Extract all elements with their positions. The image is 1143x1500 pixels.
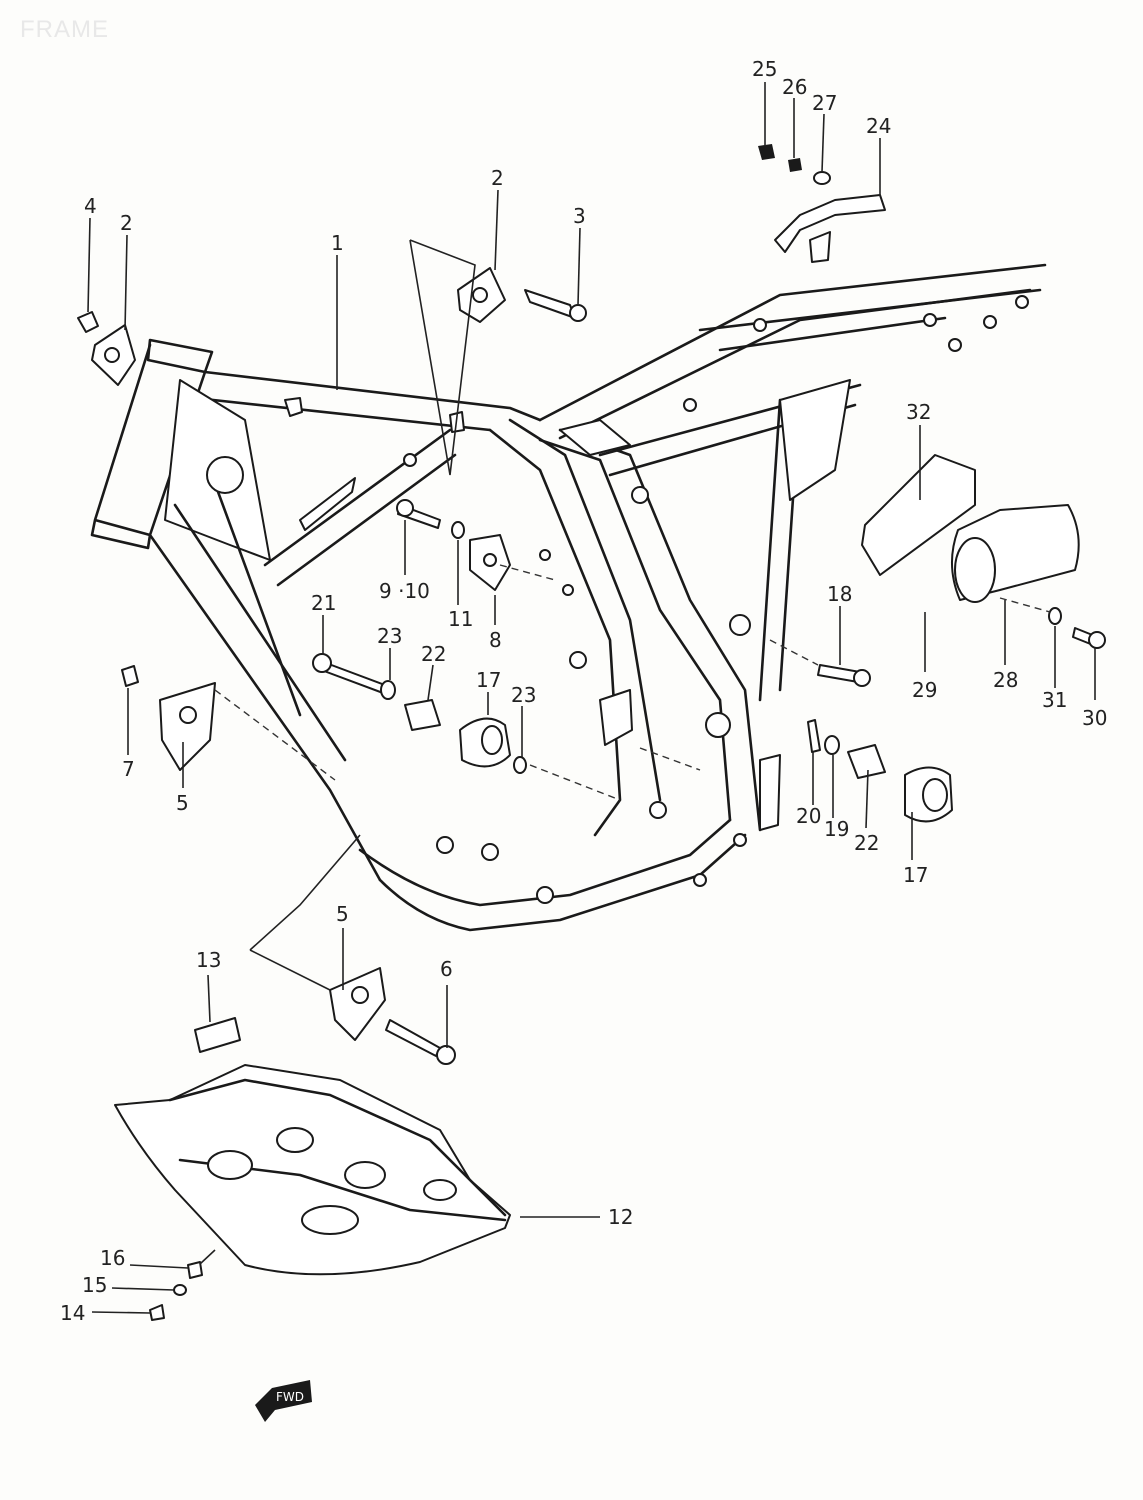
fwd-label: FWD xyxy=(276,1390,304,1404)
callout-22-a: 22 xyxy=(421,642,446,666)
callout-20: 20 xyxy=(796,804,821,828)
part-31-washer xyxy=(1048,607,1062,625)
rear-gusset-plate xyxy=(779,379,851,501)
part-12-skid-plate xyxy=(114,1064,511,1276)
callout-14: 14 xyxy=(60,1301,85,1325)
callout-27: 27 xyxy=(812,91,837,115)
callout-4: 4 xyxy=(84,194,97,218)
part-14-bolt xyxy=(149,1304,165,1321)
part-25-bolt xyxy=(758,144,775,160)
part-3-bolt xyxy=(524,289,576,319)
callout-8: 8 xyxy=(489,628,502,652)
callout-26: 26 xyxy=(782,75,807,99)
callout-24: 24 xyxy=(866,114,891,138)
callout-13: 13 xyxy=(196,948,221,972)
part-22-spacer-a xyxy=(404,699,441,731)
part-29-cap xyxy=(954,537,996,603)
callout-18: 18 xyxy=(827,582,852,606)
part-20-clip xyxy=(807,719,821,753)
callout-17-b: 17 xyxy=(903,863,928,887)
part-4-nut xyxy=(77,311,99,333)
callout-2-left: 2 xyxy=(120,211,133,235)
callout-21: 21 xyxy=(311,591,336,615)
rear-shock-mount xyxy=(729,614,751,636)
top-tube xyxy=(193,370,542,432)
callout-22-b: 22 xyxy=(854,831,879,855)
steering-head-top xyxy=(146,338,214,374)
part-6-bolt xyxy=(385,1019,441,1057)
callout-29: 29 xyxy=(912,678,937,702)
callout-1: 1 xyxy=(331,231,344,255)
front-brace xyxy=(208,468,302,717)
fwd-arrow-icon: FWD xyxy=(255,1380,312,1422)
part-24-bracket xyxy=(774,194,886,253)
callout-31: 31 xyxy=(1042,688,1067,712)
callout-23-b: 23 xyxy=(511,683,536,707)
main-frame xyxy=(90,231,1047,932)
lower-cradle xyxy=(358,818,747,932)
part-27-washer xyxy=(813,171,831,185)
part-32-cover xyxy=(861,454,976,576)
callout-25: 25 xyxy=(752,57,777,81)
callout-28: 28 xyxy=(993,668,1018,692)
rear-cradle-tube xyxy=(538,428,762,832)
callout-32: 32 xyxy=(906,400,931,424)
callout-11: 11 xyxy=(448,607,473,631)
rear-tab xyxy=(759,754,781,831)
diagonal-brace xyxy=(263,428,457,587)
down-tube xyxy=(148,503,382,882)
part-5-plate-left xyxy=(159,682,216,771)
callout-17-a: 17 xyxy=(476,668,501,692)
diagram-title-watermark: FRAME xyxy=(20,16,109,43)
part-13-pad xyxy=(194,1017,241,1053)
part-19-washer xyxy=(824,735,840,755)
part-16-nut xyxy=(187,1261,203,1279)
callout-9-10: 9 ·10 xyxy=(379,579,430,603)
part-7-nut xyxy=(121,665,139,687)
callout-15: 15 xyxy=(82,1273,107,1297)
part-23-washer-a xyxy=(380,680,396,700)
leader-lines xyxy=(87,82,1096,1314)
part-11-nut xyxy=(451,521,465,539)
callout-2-center: 2 xyxy=(491,166,504,190)
part-5-plate-lower xyxy=(329,967,386,1041)
callout-3: 3 xyxy=(573,204,586,228)
part-15-washer xyxy=(173,1284,187,1296)
callout-30: 30 xyxy=(1082,706,1107,730)
callout-12: 12 xyxy=(608,1205,633,1229)
part-23-washer-b xyxy=(513,756,527,774)
callout-6: 6 xyxy=(440,957,453,981)
callout-16: 16 xyxy=(100,1246,125,1270)
engine-mount-boss-front xyxy=(206,456,244,494)
seat-down-tube xyxy=(488,418,662,837)
callout-7: 7 xyxy=(122,757,135,781)
callout-labels: 25 26 27 24 4 2 2 3 1 32 9 ·10 11 8 21 2… xyxy=(60,57,1107,1325)
callout-5-left: 5 xyxy=(176,791,189,815)
callout-5-lower: 5 xyxy=(336,902,349,926)
callout-19: 19 xyxy=(824,817,849,841)
callout-23-a: 23 xyxy=(377,624,402,648)
part-22-spacer-b xyxy=(847,744,886,779)
swingarm-pivot-plate xyxy=(599,689,633,746)
part-26-washer xyxy=(788,158,802,172)
